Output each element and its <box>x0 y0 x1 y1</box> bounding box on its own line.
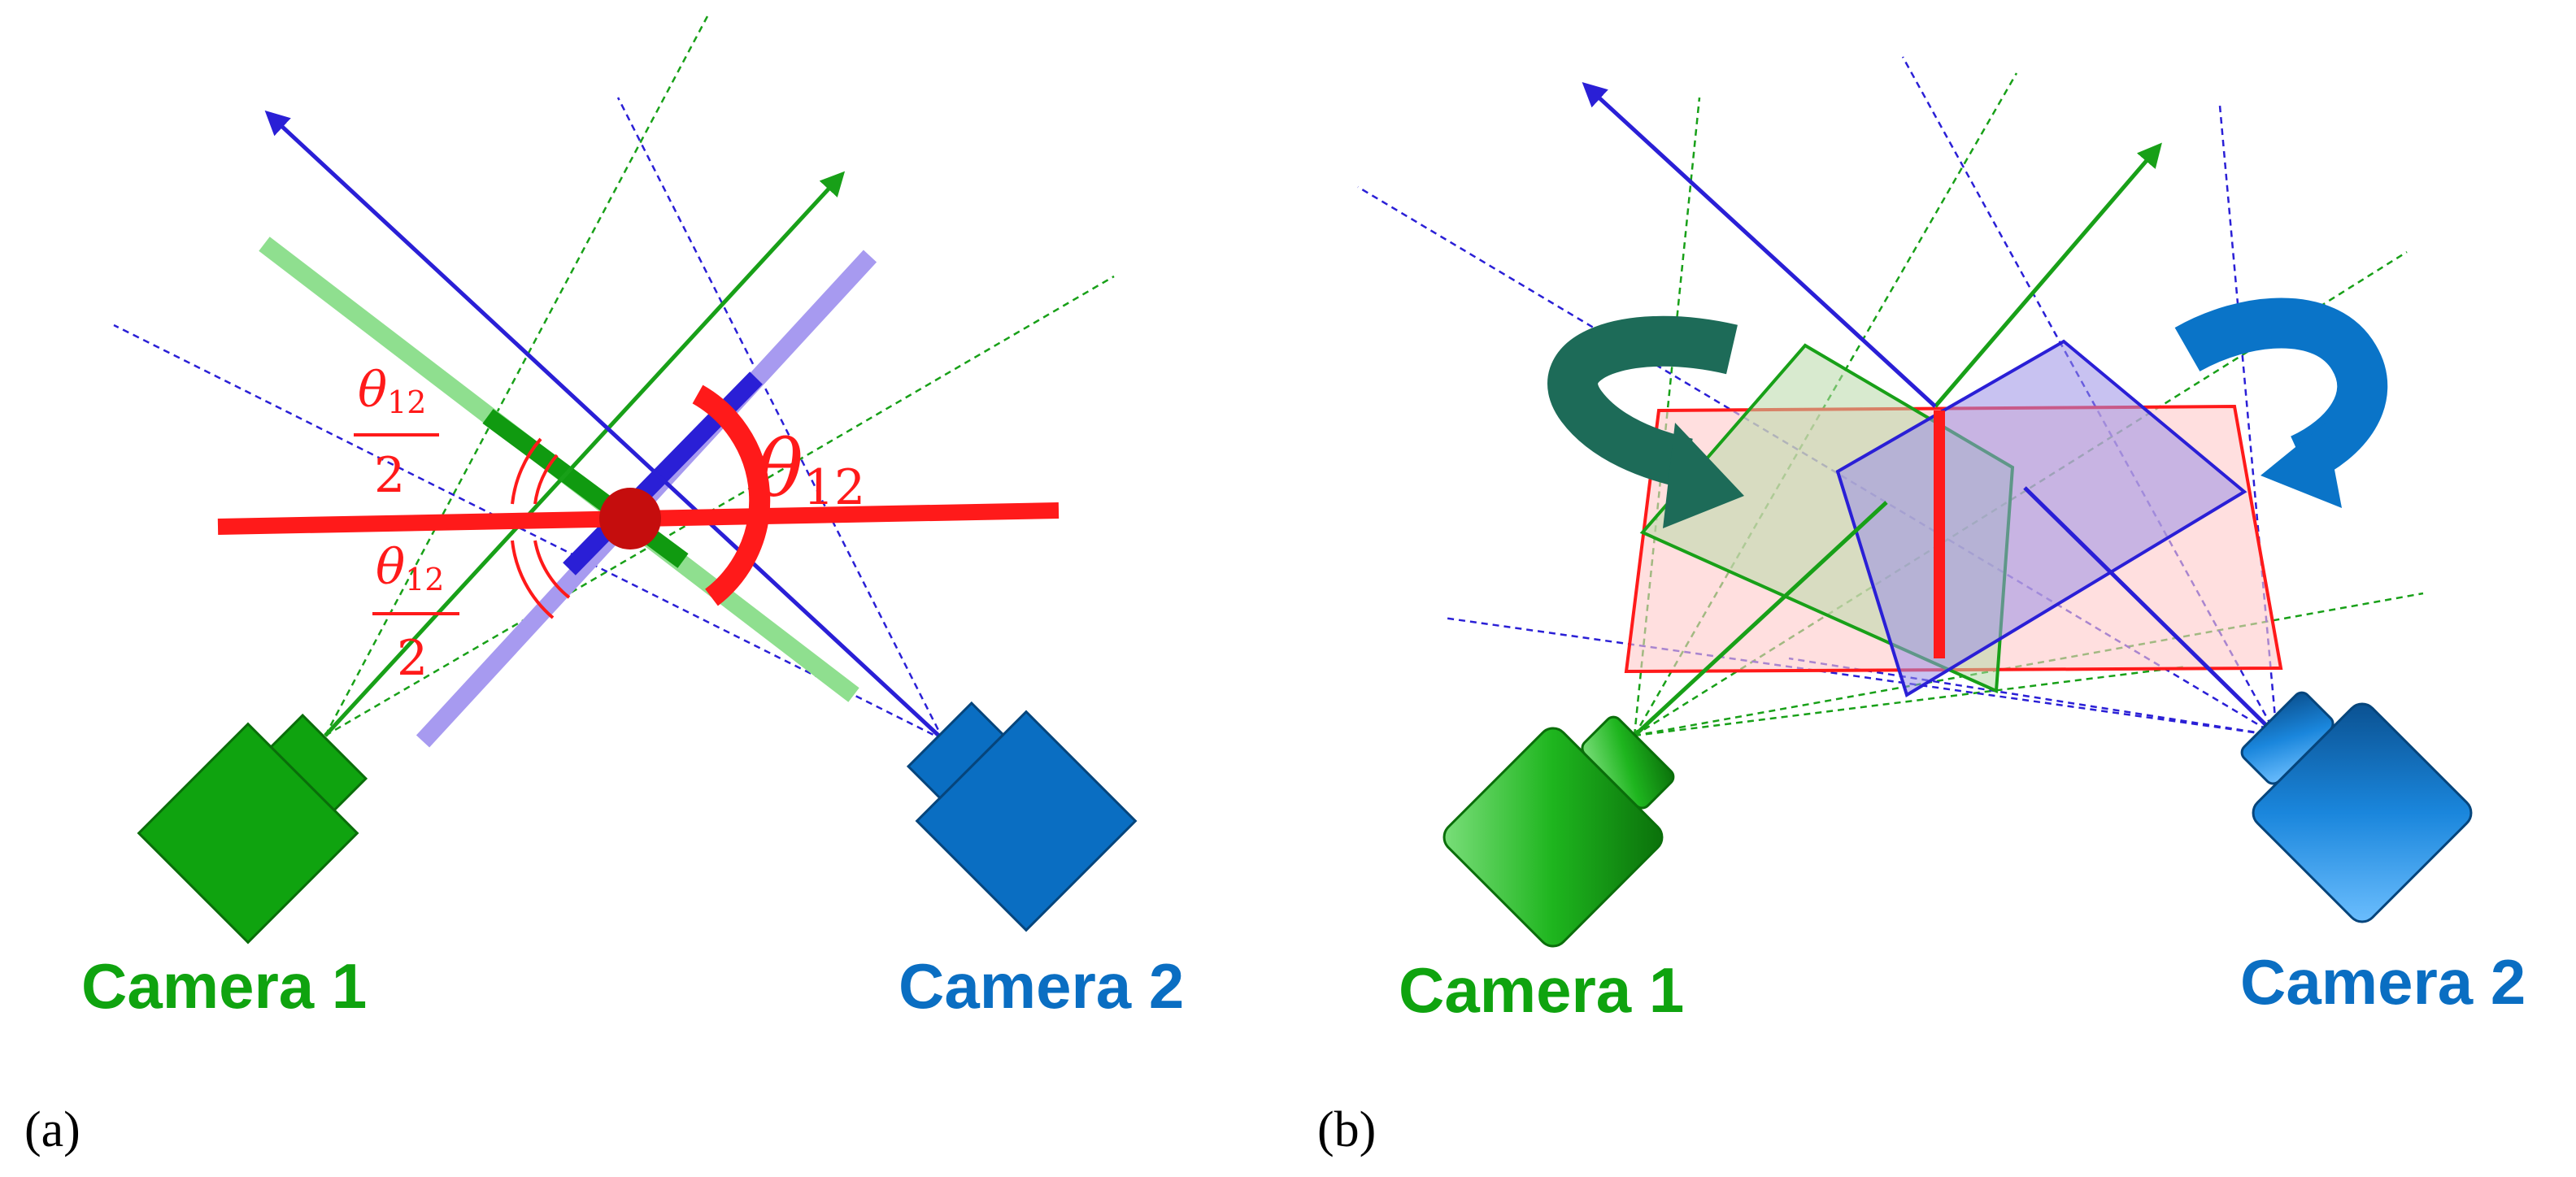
rotate-clockwise-icon-left <box>1547 315 1744 528</box>
rotate-clockwise-icon-right <box>2174 298 2388 508</box>
panel-a-label: (a) <box>24 1102 80 1157</box>
half-angle-arc-upper <box>511 437 542 505</box>
theta12-label: θ12 <box>756 423 865 516</box>
camera2-optical-axis <box>264 110 945 741</box>
camera1-label-b: Camera 1 <box>1399 954 1684 1026</box>
camera2-ray-up-b <box>1582 81 1937 408</box>
half-angle-arc-lower-inner <box>533 540 571 599</box>
camera1-icon-b <box>1442 715 1675 948</box>
camera1-ray-up-b <box>1934 142 2162 408</box>
camera2-label-b: Camera 2 <box>2240 946 2526 1018</box>
camera1-icon <box>137 713 368 945</box>
half-angle-arc-upper-inner <box>533 454 559 505</box>
panel-b-label: (b) <box>1317 1102 1376 1157</box>
half-angle-lower-numerator: θ12 <box>376 539 444 597</box>
camera2-label: Camera 2 <box>899 950 1184 1022</box>
camera2-icon <box>906 701 1138 932</box>
panel-b: Camera 1 Camera 2 (b) <box>1317 56 2526 1157</box>
camera1-label: Camera 1 <box>81 950 367 1022</box>
panel-a: θ12 θ12 2 θ12 2 Camera 1 Camera 2 (a) <box>24 15 1184 1157</box>
half-angle-arc-lower <box>511 540 555 619</box>
intersection-point <box>599 488 661 549</box>
camera2-frustum-lines <box>113 97 945 741</box>
theta12-angle-arc <box>692 384 771 606</box>
camera1-optical-axis <box>324 171 846 737</box>
half-angle-upper-denominator: 2 <box>374 447 405 504</box>
camera2-icon-b <box>2240 691 2473 923</box>
camera1-frustum-lines <box>324 15 1115 737</box>
camera2-optical-axis-b <box>2023 486 2278 737</box>
half-angle-lower-denominator: 2 <box>397 630 428 687</box>
camera1-optical-axis-b <box>1633 501 1888 737</box>
half-angle-upper-numerator: θ12 <box>358 362 426 420</box>
